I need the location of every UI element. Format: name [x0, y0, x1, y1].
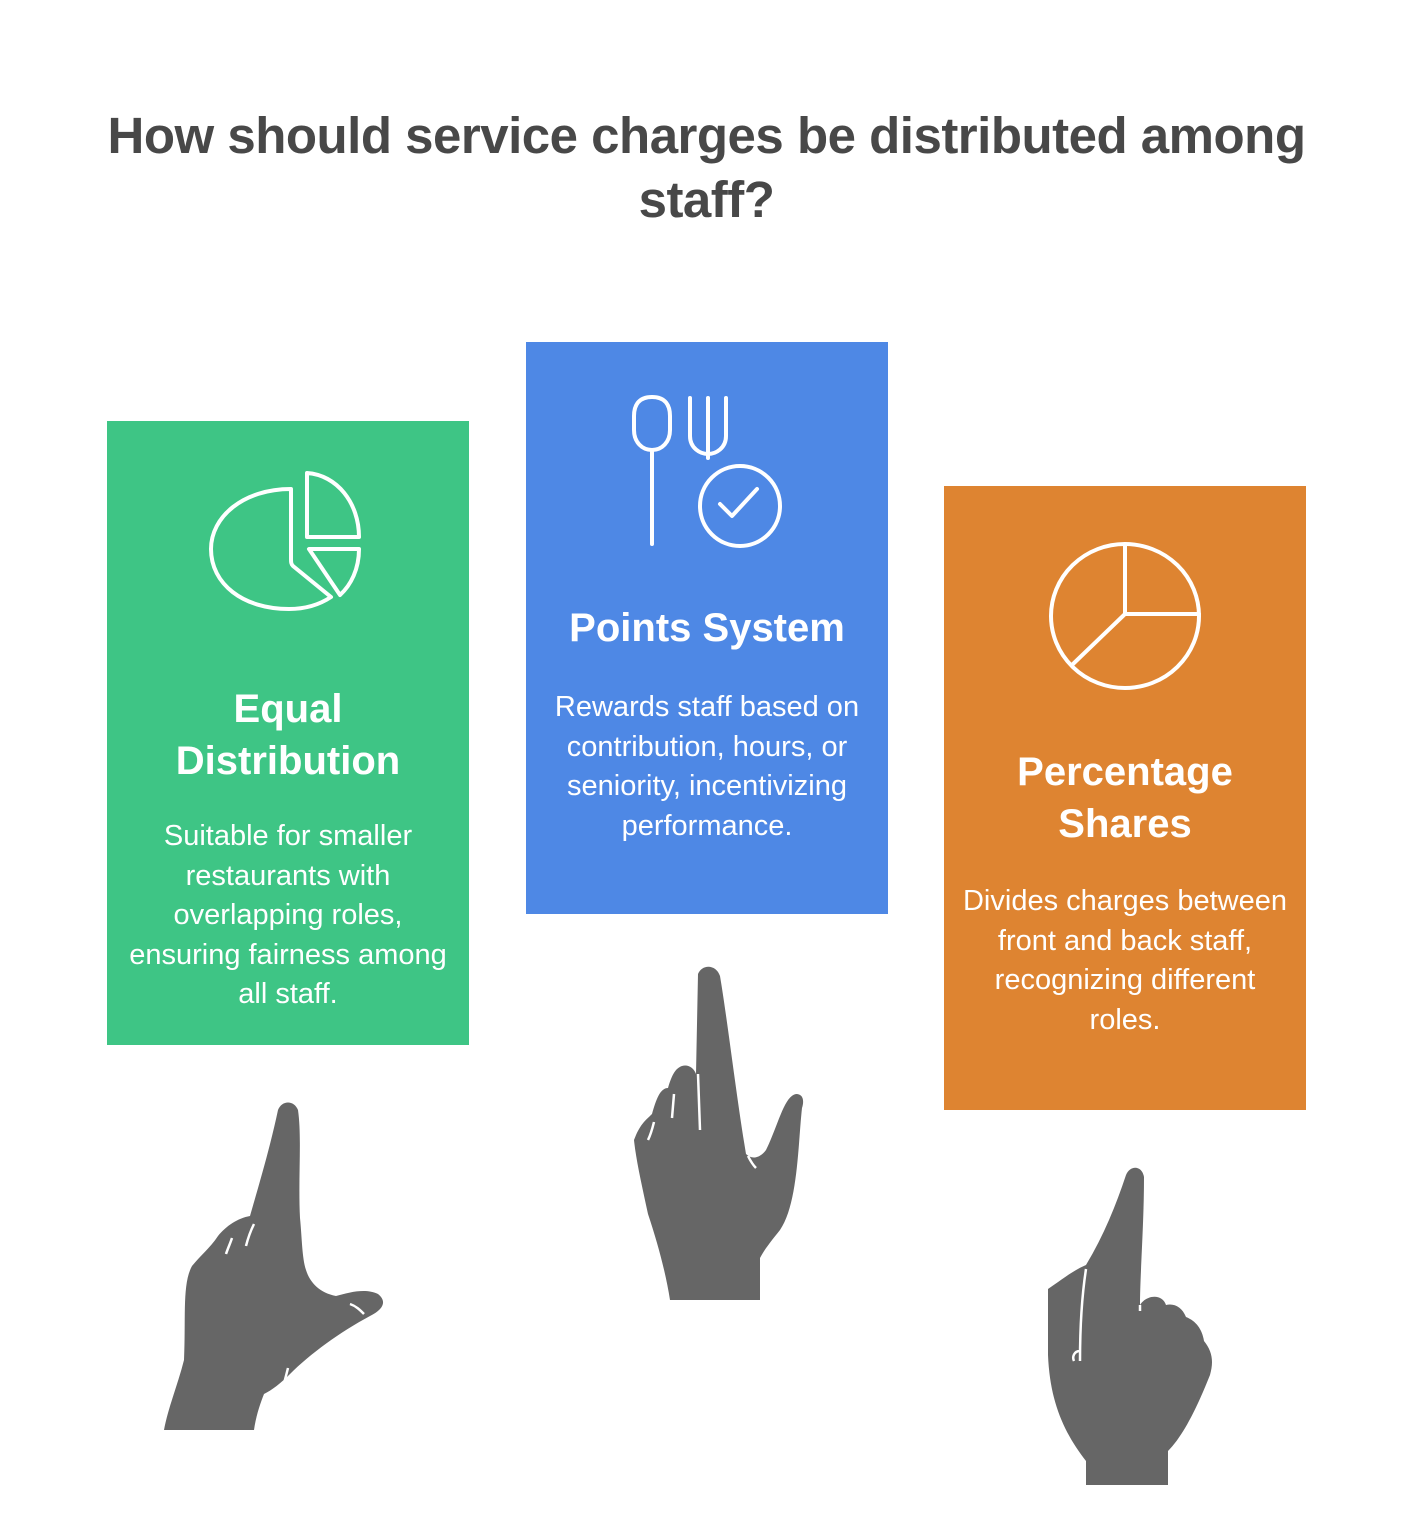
option-heading: Points System — [536, 602, 878, 654]
page-title: How should service charges be distribute… — [107, 107, 1306, 228]
pointing-hand-icon — [160, 1098, 390, 1434]
option-description: Suitable for smaller restaurants with ov… — [129, 820, 447, 1010]
pointing-hand-icon — [1046, 1165, 1216, 1489]
option-card-points-system: Points System Rewards staff based on con… — [526, 342, 888, 914]
option-description: Divides charges between front and back s… — [962, 885, 1287, 1036]
option-card-equal-distribution: Equal Distribution Suitable for smaller … — [107, 421, 469, 1045]
option-card-percentage-shares: Percentage Shares Divides charges betwee… — [944, 486, 1306, 1110]
pie-chart-exploded-icon — [107, 469, 469, 629]
option-heading: Equal Distribution — [117, 683, 459, 787]
heading-line: Percentage — [1017, 750, 1233, 794]
option-description: Rewards staff based on contribution, hou… — [554, 691, 860, 842]
option-heading: Percentage Shares — [954, 746, 1296, 850]
heading-line: Equal — [233, 687, 343, 731]
heading-line: Points System — [569, 606, 845, 650]
pointing-hand-icon — [632, 964, 807, 1304]
cutlery-check-icon — [526, 394, 888, 554]
pie-chart-icon — [944, 538, 1306, 694]
heading-line: Distribution — [175, 739, 401, 783]
heading-line: Shares — [1058, 802, 1192, 846]
